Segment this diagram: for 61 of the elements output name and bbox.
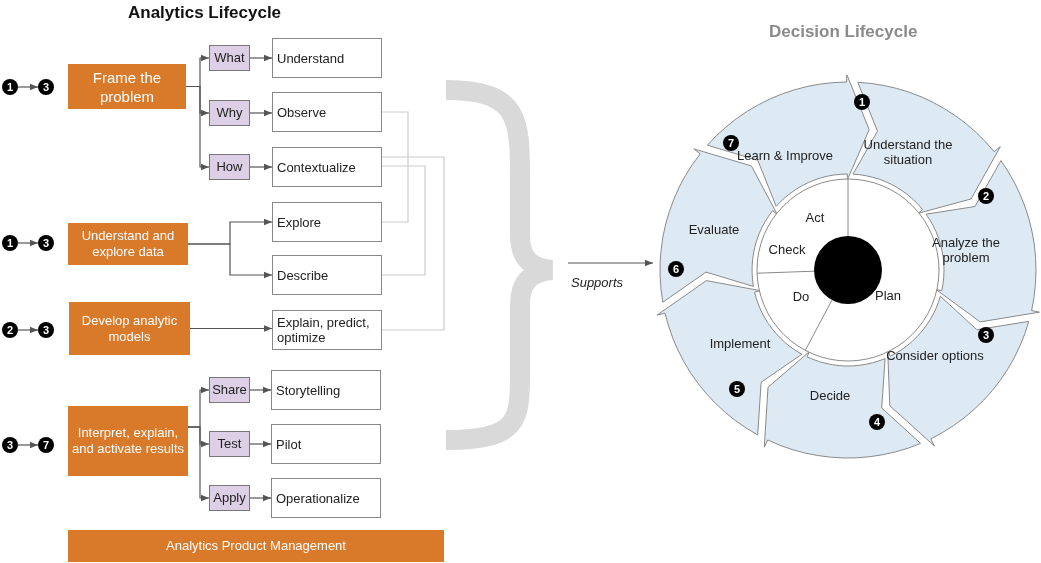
- connector: [187, 243, 273, 279]
- question-box: Apply: [209, 485, 250, 511]
- connector: [17, 83, 39, 91]
- step-label: Understand the situation: [853, 137, 963, 167]
- question-box: How: [209, 154, 250, 180]
- connector: [567, 259, 654, 267]
- connector: [381, 111, 409, 223]
- connector: [189, 325, 273, 332]
- phase-box: Frame the problem: [68, 64, 186, 109]
- activity-box: Describe: [272, 255, 382, 295]
- step-label: Decide: [790, 387, 870, 403]
- activity-box: Understand: [272, 38, 382, 78]
- activity-box: Storytelling: [271, 370, 381, 410]
- number-badge: 2: [978, 188, 994, 204]
- number-badge: 3: [38, 235, 54, 251]
- connector: [17, 441, 39, 449]
- edge-label: Supports: [571, 274, 623, 292]
- step-label: Evaluate: [674, 221, 754, 237]
- connector: [249, 386, 272, 394]
- step-label: Analyze the problem: [916, 235, 1016, 265]
- connector: [17, 239, 39, 247]
- connector: [249, 54, 273, 62]
- question-box: Test: [209, 431, 250, 457]
- connector: [249, 109, 273, 117]
- connector: [17, 326, 39, 334]
- phase-box: Interpret, explain, and activate results: [68, 406, 188, 476]
- number-badge: 7: [38, 437, 54, 453]
- activity-box: Pilot: [271, 424, 381, 464]
- number-badge: 3: [38, 322, 54, 338]
- section-title: Decision Lifecycle: [769, 21, 918, 43]
- number-badge: 3: [2, 437, 18, 453]
- connector: [249, 440, 272, 448]
- question-box: Why: [209, 100, 250, 126]
- management-band: Analytics Product Management: [68, 530, 444, 562]
- activity-box: Explain, predict, optimize: [272, 310, 382, 350]
- number-badge: 2: [2, 322, 18, 338]
- phase-box: Develop analytic models: [69, 302, 190, 355]
- connector: [185, 85, 210, 171]
- step-label: Consider options: [880, 347, 990, 363]
- number-badge: 1: [2, 79, 18, 95]
- activity-box: Operationalize: [271, 478, 381, 518]
- quadrant-label: Check: [764, 242, 810, 258]
- number-badge: 3: [978, 327, 994, 343]
- activity-box: Contextualize: [272, 147, 382, 187]
- connector: [381, 165, 426, 276]
- number-badge: 3: [38, 79, 54, 95]
- activity-box: Observe: [272, 92, 382, 132]
- step-label: Implement: [700, 335, 780, 351]
- quadrant-label: Do: [788, 289, 814, 305]
- quadrant-label: Plan: [870, 288, 906, 304]
- quadrant-label: Act: [800, 210, 830, 226]
- section-title: Analytics Lifecycle: [128, 2, 282, 24]
- phase-box: Understand and explore data: [68, 223, 188, 265]
- connector: [381, 156, 445, 331]
- number-badge: 1: [2, 235, 18, 251]
- connector: [187, 426, 210, 502]
- question-box: What: [209, 45, 250, 71]
- connector: [249, 163, 273, 171]
- connector: [249, 494, 272, 502]
- activity-box: Explore: [272, 202, 382, 242]
- question-box: Share: [209, 377, 250, 403]
